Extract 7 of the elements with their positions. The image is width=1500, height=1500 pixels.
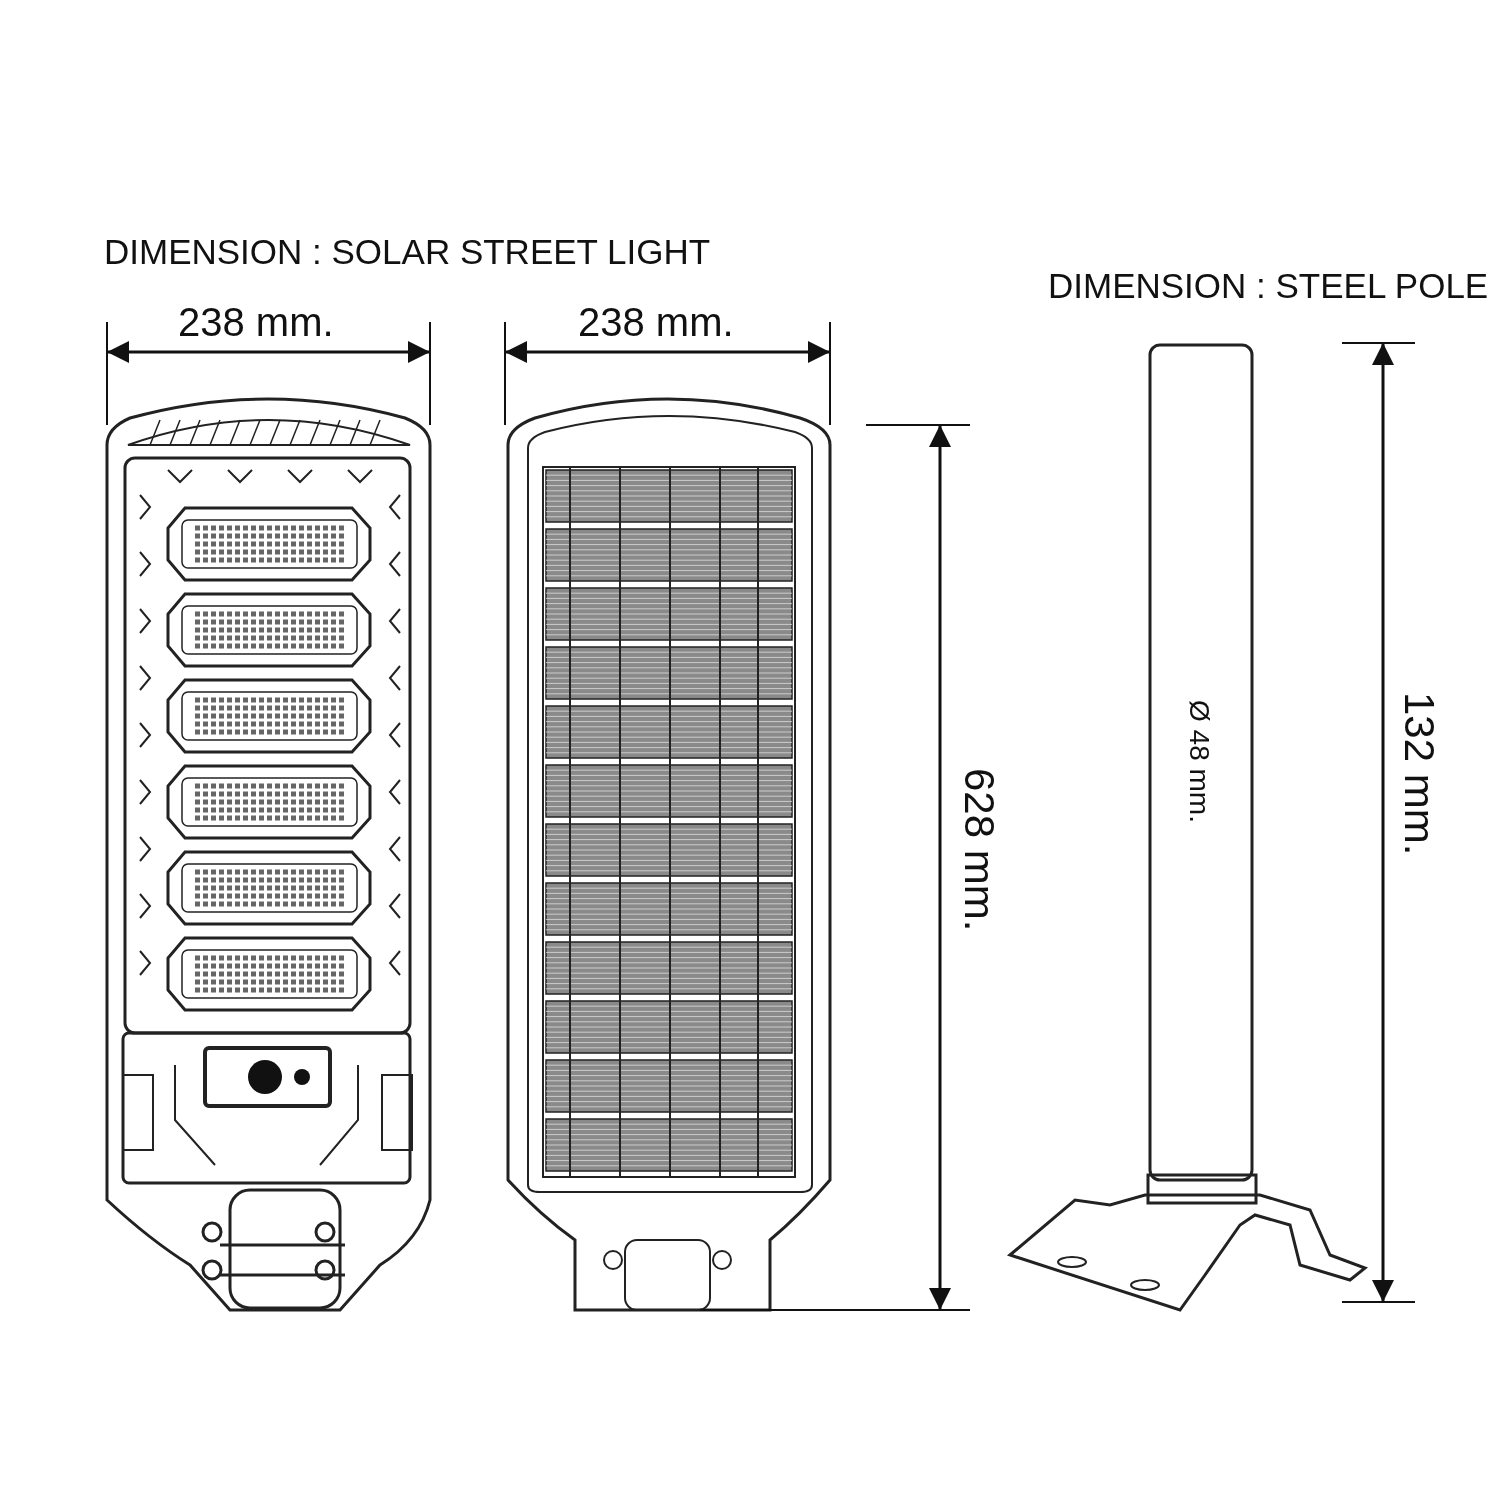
dimension-label: 628 mm. <box>958 768 1000 932</box>
heading: DIMENSION : SOLAR STREET LIGHT <box>104 234 711 269</box>
dimension-label: 132 mm. <box>1398 692 1440 856</box>
heading: DIMENSION : STEEL POLE <box>1048 268 1489 303</box>
dimension-label: 238 mm. <box>178 302 334 342</box>
dimension-label: Ø 48 mm. <box>1185 700 1213 823</box>
dimension-label: 238 mm. <box>578 302 734 342</box>
